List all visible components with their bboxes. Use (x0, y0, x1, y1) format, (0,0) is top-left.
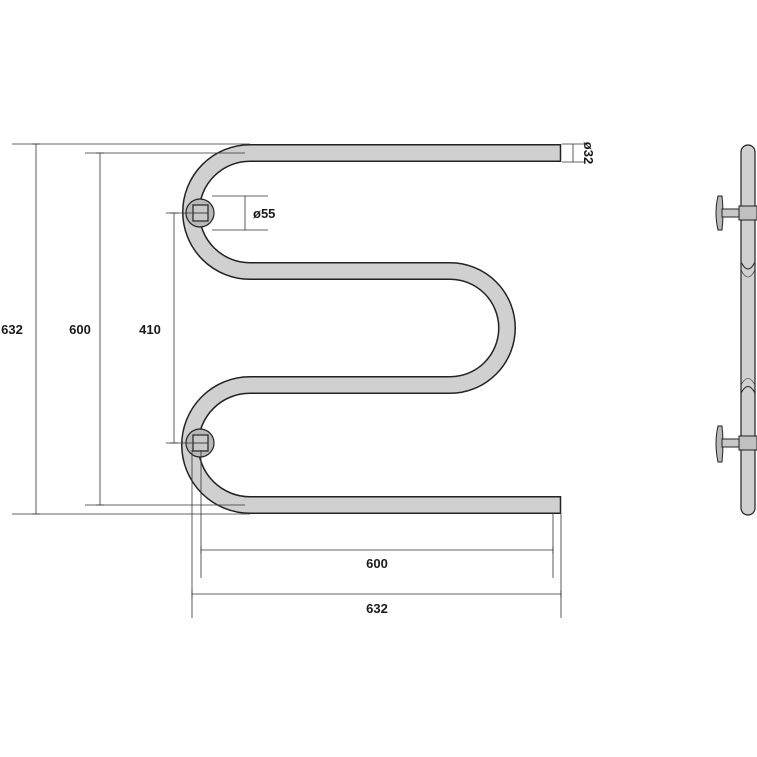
total-height-label: 632 (1, 322, 23, 337)
dimension-labels: 632 600 410 600 632 ø55 ø32 (1, 142, 596, 616)
front-view (181, 144, 562, 514)
side-lower-mount-stem (721, 438, 742, 448)
bend-diameter-value: 55 (261, 206, 275, 221)
side-upper-mount (715, 195, 757, 231)
diameter-symbol: ø (253, 206, 261, 221)
side-upper-mount-plate (715, 195, 724, 231)
tube-diameter-label: ø32 (581, 142, 596, 164)
side-bend-seam (740, 378, 756, 386)
bend-diameter-label: ø55 (253, 206, 275, 221)
side-bend-seam (740, 386, 756, 394)
side-tube (740, 144, 756, 516)
total-width-label: 632 (366, 601, 388, 616)
inner-width-label: 600 (366, 556, 388, 571)
side-bend-seam (740, 261, 756, 270)
lower-wall-mount (185, 428, 215, 458)
tube-body (182, 145, 560, 513)
side-upper-mount-stem (721, 208, 742, 218)
dimension-lines (12, 143, 585, 618)
side-upper-mount-clamp (738, 205, 757, 221)
upper-wall-mount (185, 198, 215, 228)
side-bend-seam (740, 269, 756, 278)
tube-diameter-value: 32 (581, 150, 596, 164)
side-lower-mount-plate (715, 425, 724, 463)
side-lower-mount-clamp (738, 435, 757, 451)
side-view (715, 144, 757, 516)
diameter-symbol: ø (581, 142, 596, 150)
mount-spacing-label: 410 (139, 322, 161, 337)
inner-height-label: 600 (69, 322, 91, 337)
side-lower-mount (715, 425, 757, 463)
